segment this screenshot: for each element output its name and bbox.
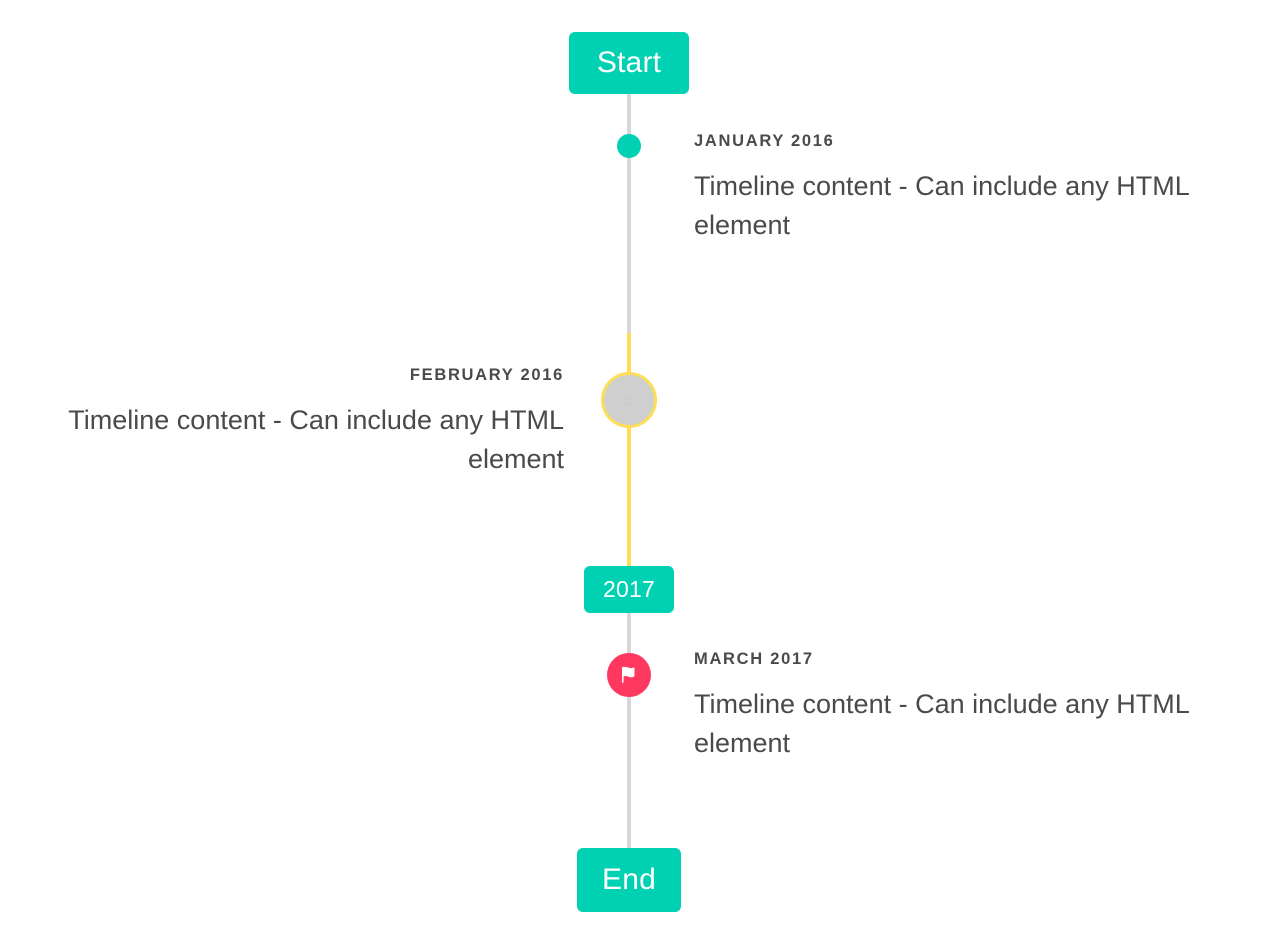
flag-marker[interactable]: [607, 653, 651, 697]
timeline-event-march: MARCH 2017 Timeline content - Can includ…: [694, 650, 1224, 763]
timeline-event-body: Timeline content - Can include any HTML …: [694, 171, 1189, 241]
timeline-start-badge[interactable]: Start: [569, 32, 689, 94]
dot-marker-icon[interactable]: [617, 134, 641, 158]
timeline-event-date: FEBRUARY 2016: [409, 366, 564, 384]
timeline-event-january: JANUARY 2016 Timeline content - Can incl…: [694, 132, 1224, 245]
timeline-end-badge[interactable]: End: [577, 848, 681, 912]
timeline-event-february: FEBRUARY 2016 Timeline content - Can inc…: [41, 366, 564, 479]
timeline-event-body: Timeline content - Can include any HTML …: [68, 405, 564, 475]
placeholder-glyph-icon: ::: [624, 392, 634, 408]
flag-icon: [621, 666, 635, 683]
timeline-year-divider-badge[interactable]: 2017: [584, 566, 674, 613]
timeline-axis-segment-bottom: [627, 613, 631, 848]
timeline-event-date: MARCH 2017: [694, 650, 814, 668]
timeline-event-date: JANUARY 2016: [694, 132, 835, 150]
timeline-axis-segment-highlighted: [627, 333, 631, 566]
timeline-axis-segment-top: [627, 94, 631, 333]
timeline-event-body: Timeline content - Can include any HTML …: [694, 689, 1189, 759]
circle-marker-icon[interactable]: ::: [601, 372, 657, 428]
